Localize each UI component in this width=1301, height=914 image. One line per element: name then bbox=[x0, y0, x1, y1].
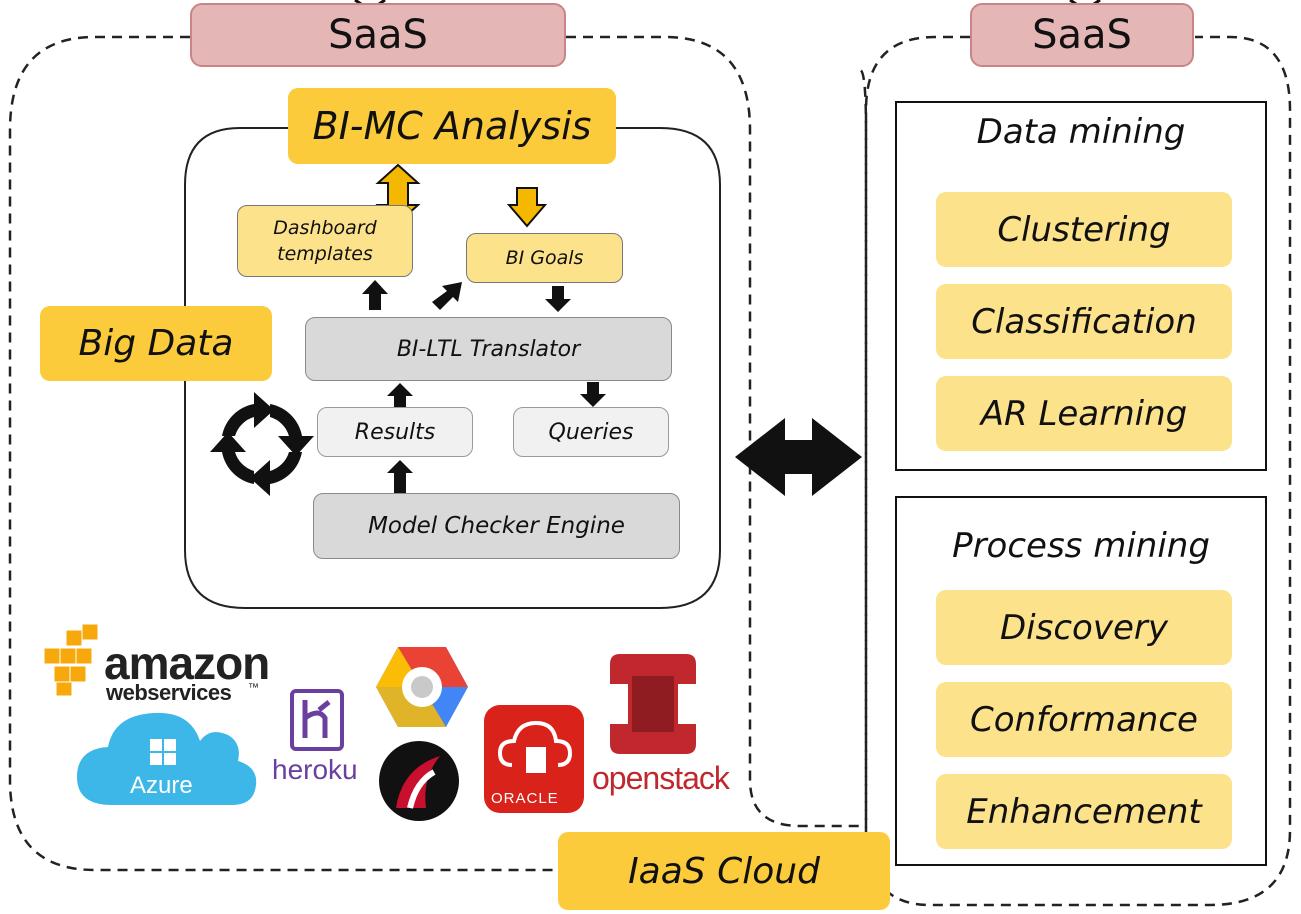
process-mining-frame bbox=[895, 496, 1267, 866]
left-saas-label: SaaS bbox=[190, 3, 566, 67]
bimc-container bbox=[184, 127, 721, 609]
heroku-logo-text: heroku bbox=[272, 754, 358, 785]
google-cloud-icon bbox=[376, 647, 468, 727]
data-mining-title: Data mining bbox=[976, 112, 1186, 152]
conformance-box: Conformance bbox=[936, 682, 1232, 757]
oracle-logo-text: ORACLE bbox=[491, 790, 559, 807]
openstack-logo-text: openstack bbox=[592, 760, 730, 796]
model-checker-engine-box: Model Checker Engine bbox=[313, 493, 680, 559]
openstack-icon bbox=[610, 654, 696, 754]
left-cloud-boundary bbox=[8, 35, 868, 872]
discovery-box: Discovery bbox=[936, 590, 1232, 665]
arrow-down-translator bbox=[545, 286, 571, 312]
queries-box: Queries bbox=[513, 407, 669, 457]
iaas-cloud-label: IaaS Cloud bbox=[558, 832, 890, 910]
aws-logo-subtext: webservices bbox=[106, 680, 232, 705]
data-mining-frame bbox=[895, 101, 1267, 471]
classification-box: Classification bbox=[936, 284, 1232, 359]
aws-trademark: ™ bbox=[248, 682, 259, 694]
rackspace-icon bbox=[379, 741, 459, 821]
ar-learning-box: AR Learning bbox=[936, 376, 1232, 451]
arrow-up-dashboard bbox=[362, 280, 388, 310]
process-mining-title: Process mining bbox=[952, 526, 1210, 566]
azure-logo-text: Azure bbox=[130, 772, 193, 799]
azure-cloud-icon bbox=[77, 712, 257, 805]
bi-goals-box: BI Goals bbox=[466, 233, 623, 283]
arrow-down-queries bbox=[580, 382, 606, 407]
oracle-cloud-icon bbox=[484, 705, 584, 813]
heroku-icon bbox=[290, 689, 344, 751]
results-box: Results bbox=[317, 407, 473, 457]
bi-ltl-translator-box: BI-LTL Translator bbox=[305, 317, 672, 381]
bimc-analysis-title: BI-MC Analysis bbox=[288, 88, 616, 164]
arrow-up-engine bbox=[387, 460, 413, 493]
clustering-box: Clustering bbox=[936, 192, 1232, 267]
arrow-diag-bigoals bbox=[432, 282, 462, 310]
aws-cubes-icon bbox=[43, 623, 99, 697]
right-saas-label: SaaS bbox=[970, 3, 1194, 67]
enhancement-box: Enhancement bbox=[936, 774, 1232, 849]
down-arrow-yellow bbox=[506, 187, 548, 228]
dashboard-templates-box: Dashboard templates bbox=[237, 205, 413, 277]
arrow-up-results bbox=[387, 383, 413, 407]
aws-logo-text: amazon bbox=[104, 637, 270, 689]
big-data-label: Big Data bbox=[40, 306, 272, 381]
cycle-icon bbox=[210, 392, 314, 496]
double-arrow-black bbox=[735, 418, 862, 496]
right-cloud-boundary bbox=[864, 35, 1292, 907]
